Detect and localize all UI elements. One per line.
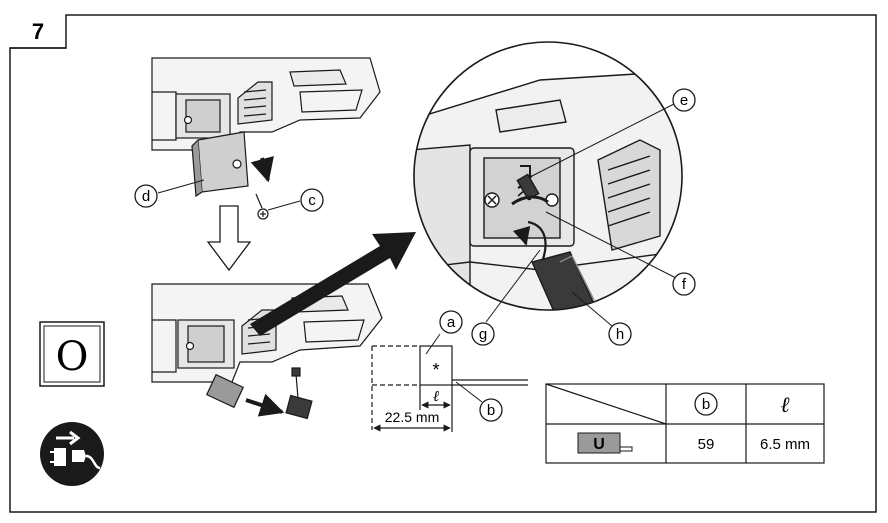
callout-h-label: h xyxy=(616,326,624,343)
table-header-l: ℓ xyxy=(780,393,790,418)
remove-arrow-icon xyxy=(245,393,285,417)
asterisk-mark: * xyxy=(432,360,439,380)
table-header-b xyxy=(694,392,718,416)
tool-bottom-illustration xyxy=(151,283,383,383)
brush-cover xyxy=(191,131,249,198)
callout-d-label: d xyxy=(142,188,150,205)
zoom-arrow-icon xyxy=(250,232,416,336)
callout-b-label: b xyxy=(487,402,495,419)
table-cell-b: 59 xyxy=(698,436,715,453)
callout-g xyxy=(471,322,495,346)
down-arrow-icon xyxy=(250,156,274,183)
brush-wear-diagram xyxy=(371,345,528,432)
callout-a xyxy=(439,310,463,334)
row-marker-label: U xyxy=(593,436,605,453)
dimension-label: 22.5 mm xyxy=(385,409,439,425)
length-symbol: ℓ xyxy=(433,387,439,405)
spec-table xyxy=(545,383,825,464)
tool-top-illustration xyxy=(151,57,381,151)
off-symbol: O xyxy=(56,334,89,380)
row-marker-box xyxy=(577,432,621,454)
callout-e xyxy=(672,88,696,112)
callout-g-label: g xyxy=(479,326,487,343)
unplug-icon xyxy=(40,422,104,486)
callout-f-label: f xyxy=(682,276,687,293)
callout-e-label: e xyxy=(680,92,688,109)
callout-b xyxy=(479,398,503,422)
callout-h xyxy=(608,322,632,346)
callout-c-label: c xyxy=(308,192,316,209)
screw-icon xyxy=(255,193,269,220)
callout-d xyxy=(134,184,158,208)
callout-a-label: a xyxy=(447,314,456,331)
callout-f xyxy=(672,272,696,296)
table-header-b-label: b xyxy=(702,396,710,413)
callout-c xyxy=(300,188,324,212)
step-number: 7 xyxy=(32,19,44,44)
zoom-circle xyxy=(413,41,683,311)
old-brush-holder xyxy=(205,373,245,409)
carbon-brush-small xyxy=(285,367,313,420)
next-step-arrow-icon xyxy=(206,205,252,272)
off-symbol-box xyxy=(39,321,105,387)
table-cell-l: 6.5 mm xyxy=(760,436,810,453)
